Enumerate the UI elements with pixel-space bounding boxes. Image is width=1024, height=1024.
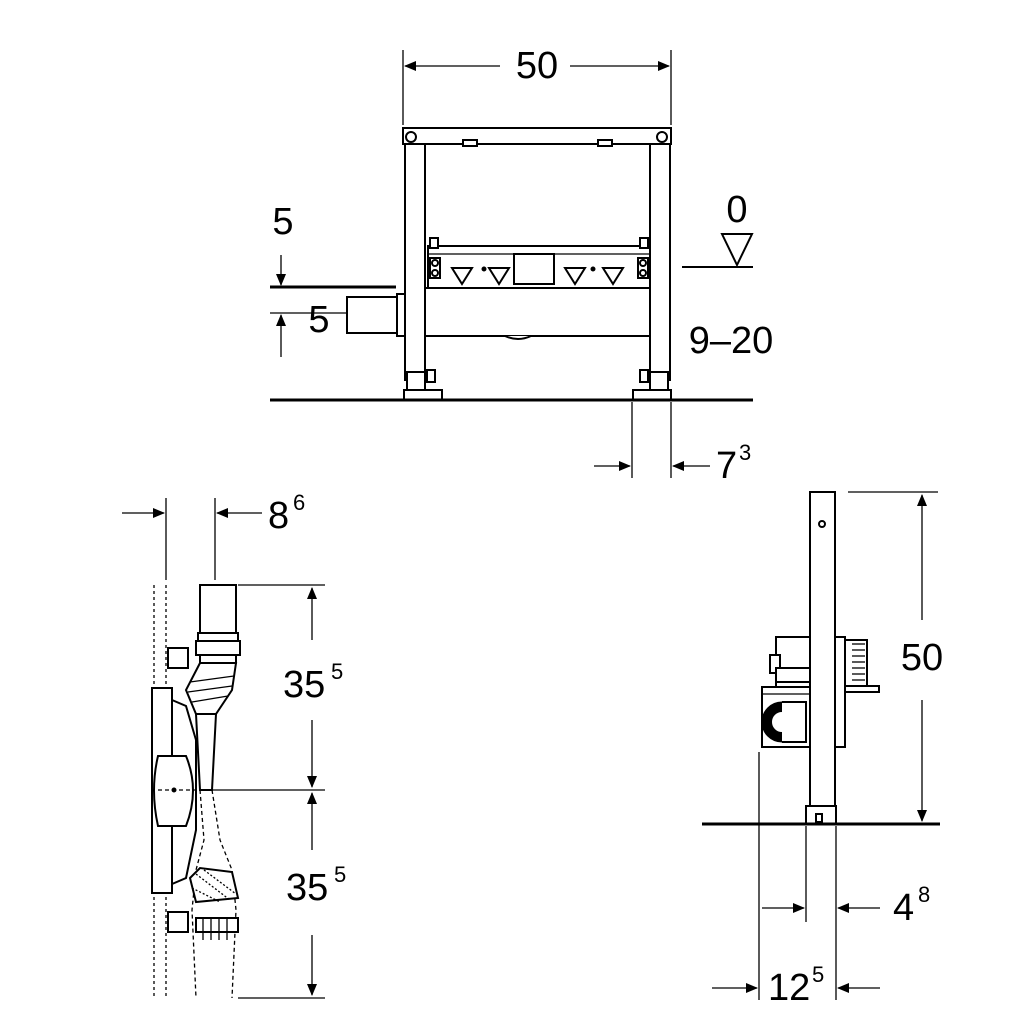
depth-dimension-left: 8 6 <box>122 490 305 580</box>
frame-post <box>809 491 836 815</box>
upper-height-label-sup: 5 <box>331 659 343 684</box>
side-view-right: 50 4 8 12 5 <box>702 491 943 1009</box>
depth-label-left: 8 <box>268 495 289 537</box>
depth-total-label-sup: 5 <box>812 962 824 987</box>
width-dimension: 50 <box>402 45 672 125</box>
frame-right-leg <box>649 143 671 381</box>
frame-top-bar <box>402 127 672 145</box>
height-range-label: 9–20 <box>689 320 774 362</box>
depth-small-label: 4 <box>893 887 914 929</box>
depth-small-label-sup: 8 <box>918 882 930 907</box>
height-dimension-right: 50 <box>848 491 943 822</box>
frame-left-leg <box>404 143 426 381</box>
offset-mid-label: 5 <box>308 299 329 341</box>
upper-height-label: 35 <box>283 664 325 706</box>
height-label-right: 50 <box>901 637 943 679</box>
lower-height-label: 35 <box>286 867 328 909</box>
lower-height-label-sup: 5 <box>334 862 346 887</box>
offset-top-label: 5 <box>272 201 293 243</box>
offset-dimension: 5 5 <box>270 201 396 357</box>
foot-label: 7 <box>716 445 737 487</box>
foot-dimension: 7 3 <box>594 402 751 487</box>
foot-label-sup: 3 <box>739 440 751 465</box>
level-marker: 0 9–20 <box>682 189 773 362</box>
height-dimension-left: 35 5 35 5 <box>200 584 346 999</box>
depth-total-label: 12 <box>768 967 810 1009</box>
level-label: 0 <box>726 189 747 231</box>
front-view: 50 <box>270 45 773 487</box>
depth-label-left-sup: 6 <box>293 490 305 515</box>
depth-dimension-right: 4 8 12 5 <box>712 752 930 1009</box>
top-pipe <box>199 584 237 634</box>
side-view-left: 8 6 <box>122 490 346 999</box>
pipe-stub <box>346 296 398 334</box>
width-label: 50 <box>516 45 558 87</box>
lower-bracket <box>424 287 651 337</box>
